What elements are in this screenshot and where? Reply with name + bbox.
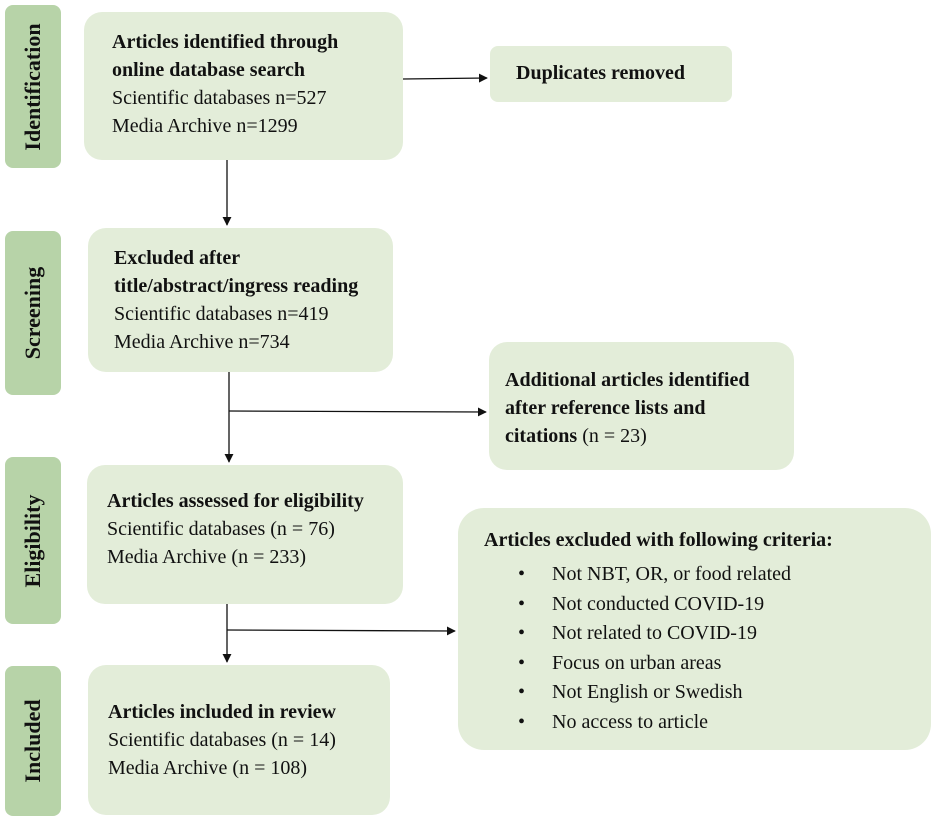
- screening-box: Excluded after title/abstract/ingress re…: [88, 228, 393, 372]
- bullet-icon: •: [518, 651, 526, 674]
- arrow-to-excluded: [226, 626, 456, 636]
- criteria-item: • No access to article: [484, 708, 931, 738]
- bullet-icon: •: [518, 592, 526, 615]
- included-box: Articles included in review Scientific d…: [88, 665, 390, 815]
- duplicates-box: Duplicates removed: [490, 46, 732, 102]
- bullet-icon: •: [518, 710, 526, 733]
- screening-scientific: Scientific databases n=419: [114, 303, 329, 325]
- criteria-text: Not English or Swedish: [552, 681, 743, 703]
- additional-title-3: citations: [505, 425, 578, 447]
- screening-title-1: Excluded after: [114, 247, 241, 269]
- additional-title-1: Additional articles identified: [505, 369, 750, 391]
- excluded-criteria-list: • Not NBT, OR, or food related • Not condu…: [484, 560, 931, 737]
- screening-title-2: title/abstract/ingress reading: [114, 275, 359, 297]
- criteria-item: • Not related to COVID-19: [484, 619, 931, 649]
- additional-title-3-line: citations (n = 23): [505, 422, 794, 450]
- included-scientific: Scientific databases (n = 14): [108, 729, 336, 751]
- criteria-item: • Not conducted COVID-19: [484, 590, 931, 620]
- stage-identification: Identification: [5, 5, 61, 168]
- eligibility-media: Media Archive (n = 233): [107, 546, 307, 568]
- stage-included: Included: [5, 666, 61, 816]
- bullet-icon: •: [518, 563, 526, 585]
- excluded-box: Articles excluded with following criteri…: [458, 508, 931, 750]
- additional-count: (n = 23): [577, 425, 647, 447]
- criteria-text: Not NBT, OR, or food related: [552, 563, 792, 585]
- bullet-icon: •: [518, 681, 526, 703]
- eligibility-scientific: Scientific databases (n = 76): [107, 518, 335, 540]
- criteria-text: Not conducted COVID-19: [552, 592, 765, 615]
- included-title: Articles included in review: [108, 701, 336, 723]
- stage-screening: Screening: [5, 231, 61, 395]
- criteria-item: • Focus on urban areas: [484, 649, 931, 679]
- screening-media: Media Archive n=734: [114, 331, 290, 353]
- eligibility-box: Articles assessed for eligibility Scient…: [87, 465, 403, 604]
- arrow-to-additional: [228, 407, 487, 417]
- excluded-title: Articles excluded with following criteri…: [484, 529, 833, 551]
- criteria-text: Focus on urban areas: [552, 651, 722, 674]
- duplicates-title: Duplicates removed: [516, 62, 686, 84]
- criteria-text: Not related to COVID-19: [552, 622, 757, 644]
- included-media: Media Archive (n = 108): [108, 757, 308, 779]
- bullet-icon: •: [518, 622, 526, 644]
- criteria-item: • Not English or Swedish: [484, 678, 931, 708]
- identified-box: Articles identified through online datab…: [84, 12, 403, 160]
- criteria-item: • Not NBT, OR, or food related: [484, 560, 931, 590]
- additional-title-2: after reference lists and: [505, 397, 706, 419]
- additional-box: Additional articles identified after ref…: [489, 342, 794, 470]
- arrow-identified-to-duplicates: [402, 73, 488, 83]
- identified-scientific: Scientific databases n=527: [112, 87, 327, 109]
- criteria-text: No access to article: [552, 710, 709, 733]
- stage-eligibility: Eligibility: [5, 457, 61, 624]
- eligibility-title: Articles assessed for eligibility: [107, 490, 364, 512]
- identified-media: Media Archive n=1299: [112, 115, 298, 137]
- identified-title-1: Articles identified through: [112, 31, 339, 53]
- identified-title-2: online database search: [112, 59, 305, 81]
